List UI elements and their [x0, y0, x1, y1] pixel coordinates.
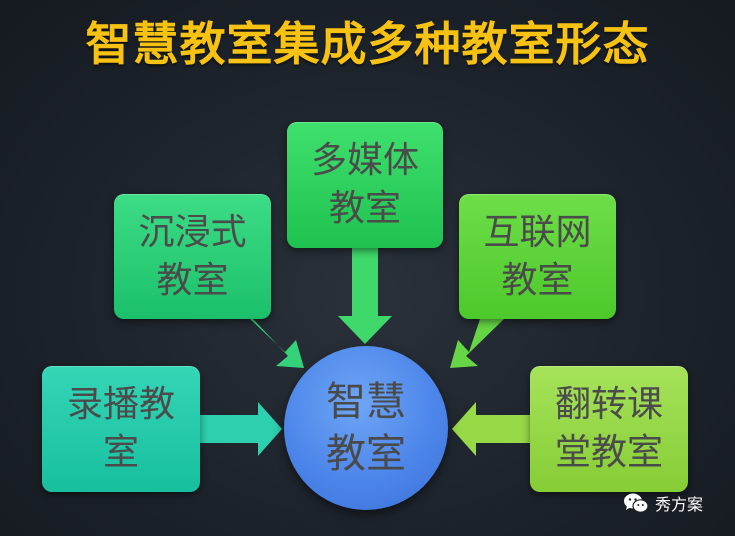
watermark-text: 秀方案: [655, 495, 704, 514]
recording-classroom-label: 录播教 室: [66, 384, 175, 473]
arrow-internet: [450, 319, 504, 368]
immersive-classroom-label: 沉浸式 教室: [138, 211, 247, 301]
immersive-classroom-box: 沉浸式 教室: [114, 194, 271, 319]
arrow-multimedia: [338, 248, 392, 344]
wechat-icon: [624, 493, 649, 513]
smart-classroom-label: 智慧 教室: [326, 379, 406, 477]
arrow-record: [200, 402, 282, 456]
watermark: 秀方案: [623, 492, 703, 514]
internet-classroom-box: 互联网 教室: [459, 194, 616, 319]
flipped-classroom-label: 翻转课 堂教室: [554, 384, 663, 473]
multimedia-classroom-label: 多媒体 教室: [310, 140, 419, 229]
recording-classroom-box: 录播教 室: [42, 366, 200, 492]
smart-classroom-circle: 智慧 教室: [284, 346, 448, 510]
arrow-immersive: [226, 319, 304, 368]
flipped-classroom-box: 翻转课 堂教室: [530, 366, 688, 492]
arrow-flipped: [452, 402, 530, 456]
multimedia-classroom-box: 多媒体 教室: [287, 122, 443, 248]
page-title: 智慧教室集成多种教室形态: [85, 17, 650, 71]
internet-classroom-label: 互联网 教室: [483, 211, 592, 301]
